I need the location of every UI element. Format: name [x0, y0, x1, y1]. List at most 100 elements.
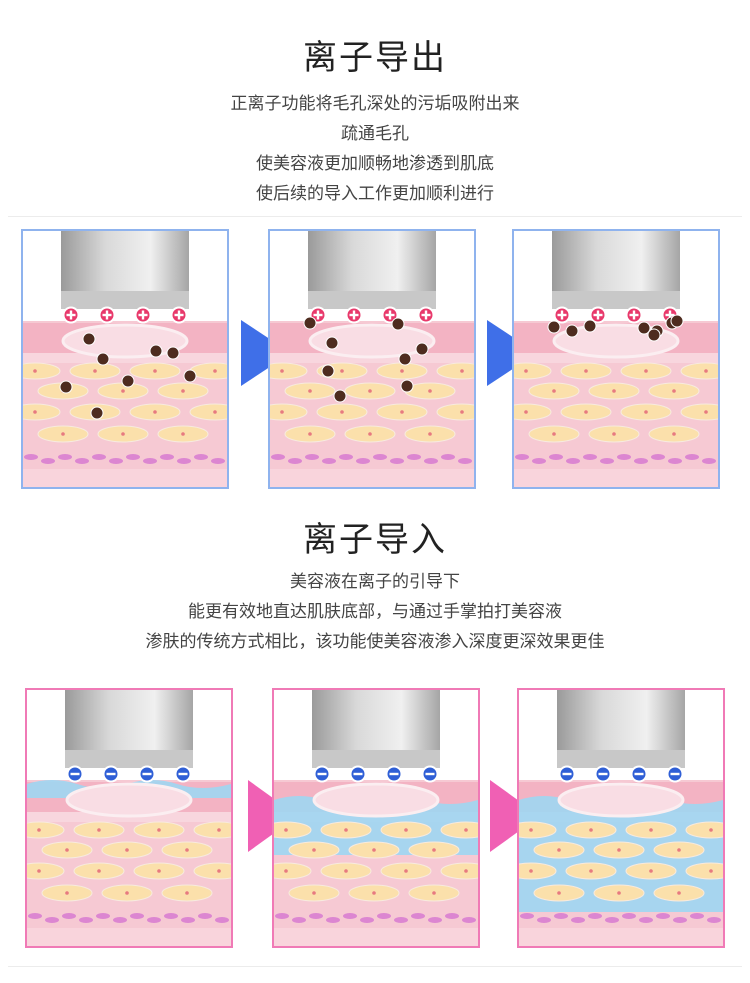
deep-particle [566, 458, 580, 464]
deep-particle [58, 454, 72, 460]
deep-particle [571, 917, 585, 923]
cell-nucleus [97, 869, 101, 873]
cell-nucleus [404, 828, 408, 832]
cell-nucleus [428, 432, 432, 436]
dirt-particle [166, 346, 180, 360]
skin-cell [27, 862, 65, 880]
deep-particle [424, 458, 438, 464]
deep-particle [690, 913, 704, 919]
skin-bottom [27, 928, 231, 946]
skin-cell [440, 862, 478, 880]
cell-nucleus [372, 848, 376, 852]
deep-particle [75, 458, 89, 464]
device-head [61, 231, 189, 309]
deep-particle [45, 917, 59, 923]
deep-particle [160, 454, 174, 460]
deep-particle [537, 917, 551, 923]
pore-dome [65, 782, 193, 818]
deep-particle [356, 458, 370, 464]
ion-sign [632, 310, 636, 320]
dirt-particle [303, 316, 317, 330]
deep-particle [271, 454, 285, 460]
deep-particle [549, 454, 563, 460]
cell-nucleus [153, 369, 157, 373]
export-description: 正离子功能将毛孔深处的污垢吸附出来 疏通毛孔 使美容液更加顺畅地渗透到肌底 使后… [0, 89, 750, 209]
ion-sign [634, 772, 644, 776]
skin-bottom [270, 469, 474, 487]
dirt-particle [647, 328, 661, 342]
export-line-1: 正离子功能将毛孔深处的污垢吸附出来 [230, 94, 520, 114]
cell-nucleus [649, 828, 653, 832]
divider [8, 216, 742, 217]
cell-nucleus [704, 410, 708, 414]
cell-nucleus [37, 828, 41, 832]
skin-cell [514, 362, 552, 380]
cell-nucleus [308, 432, 312, 436]
deep-particle [275, 913, 289, 919]
deep-particle [583, 454, 597, 460]
skin-cell [440, 821, 478, 839]
deep-particle [588, 913, 602, 919]
cell-nucleus [33, 410, 37, 414]
deep-particle [164, 913, 178, 919]
ion-sign [353, 772, 363, 776]
skin-cell [193, 862, 231, 880]
skin-bottom [23, 469, 227, 487]
dirt-particle [415, 342, 429, 356]
deep-particle [707, 917, 721, 923]
ion-sign [560, 310, 564, 320]
cell-nucleus [185, 848, 189, 852]
deep-particle [288, 458, 302, 464]
dirt-particle [637, 321, 651, 335]
cell-nucleus [644, 410, 648, 414]
deep-particle [177, 458, 191, 464]
deep-particle [554, 913, 568, 919]
deep-particle [126, 454, 140, 460]
deep-particle [62, 913, 76, 919]
cell-nucleus [61, 432, 65, 436]
deep-particle [113, 917, 127, 923]
ion-sign [352, 310, 356, 320]
deep-particle [322, 458, 336, 464]
cell-nucleus [344, 869, 348, 873]
deep-particle [343, 913, 357, 919]
cell-nucleus [612, 389, 616, 393]
deep-particle [520, 913, 534, 919]
cell-nucleus [464, 869, 468, 873]
deep-particle [147, 917, 161, 923]
cell-nucleus [65, 891, 69, 895]
device-head [557, 690, 685, 768]
cell-nucleus [308, 389, 312, 393]
cell-nucleus [612, 432, 616, 436]
import-line-2: 能更有效地直达肌肤底部，与通过手掌拍打美容液 [188, 602, 562, 622]
deep-particle [211, 458, 225, 464]
pore-dome [557, 782, 685, 818]
import-title: 离子导入 [303, 520, 447, 560]
cell-nucleus [121, 432, 125, 436]
export-illustration-1 [23, 231, 227, 487]
deep-particle [28, 913, 42, 919]
deep-particle [41, 458, 55, 464]
cell-nucleus [400, 410, 404, 414]
dirt-particle [321, 364, 335, 378]
ion-sign [668, 310, 672, 320]
deep-particle [390, 458, 404, 464]
cell-nucleus [404, 869, 408, 873]
cell-nucleus [672, 432, 676, 436]
deep-particle [377, 913, 391, 919]
cell-nucleus [428, 389, 432, 393]
dirt-particle [325, 336, 339, 350]
deep-particle [445, 913, 459, 919]
dirt-particle [59, 380, 73, 394]
export-line-3: 使美容液更加顺畅地渗透到肌底 [256, 154, 494, 174]
deep-particle [339, 454, 353, 460]
cell-nucleus [65, 848, 69, 852]
cell-nucleus [552, 432, 556, 436]
cell-nucleus [340, 369, 344, 373]
import-illustration-2 [274, 690, 478, 946]
divider-bottom [8, 966, 742, 967]
deep-particle [96, 913, 110, 919]
cell-nucleus [617, 891, 621, 895]
deep-particle [24, 454, 38, 460]
deep-particle [79, 917, 93, 923]
